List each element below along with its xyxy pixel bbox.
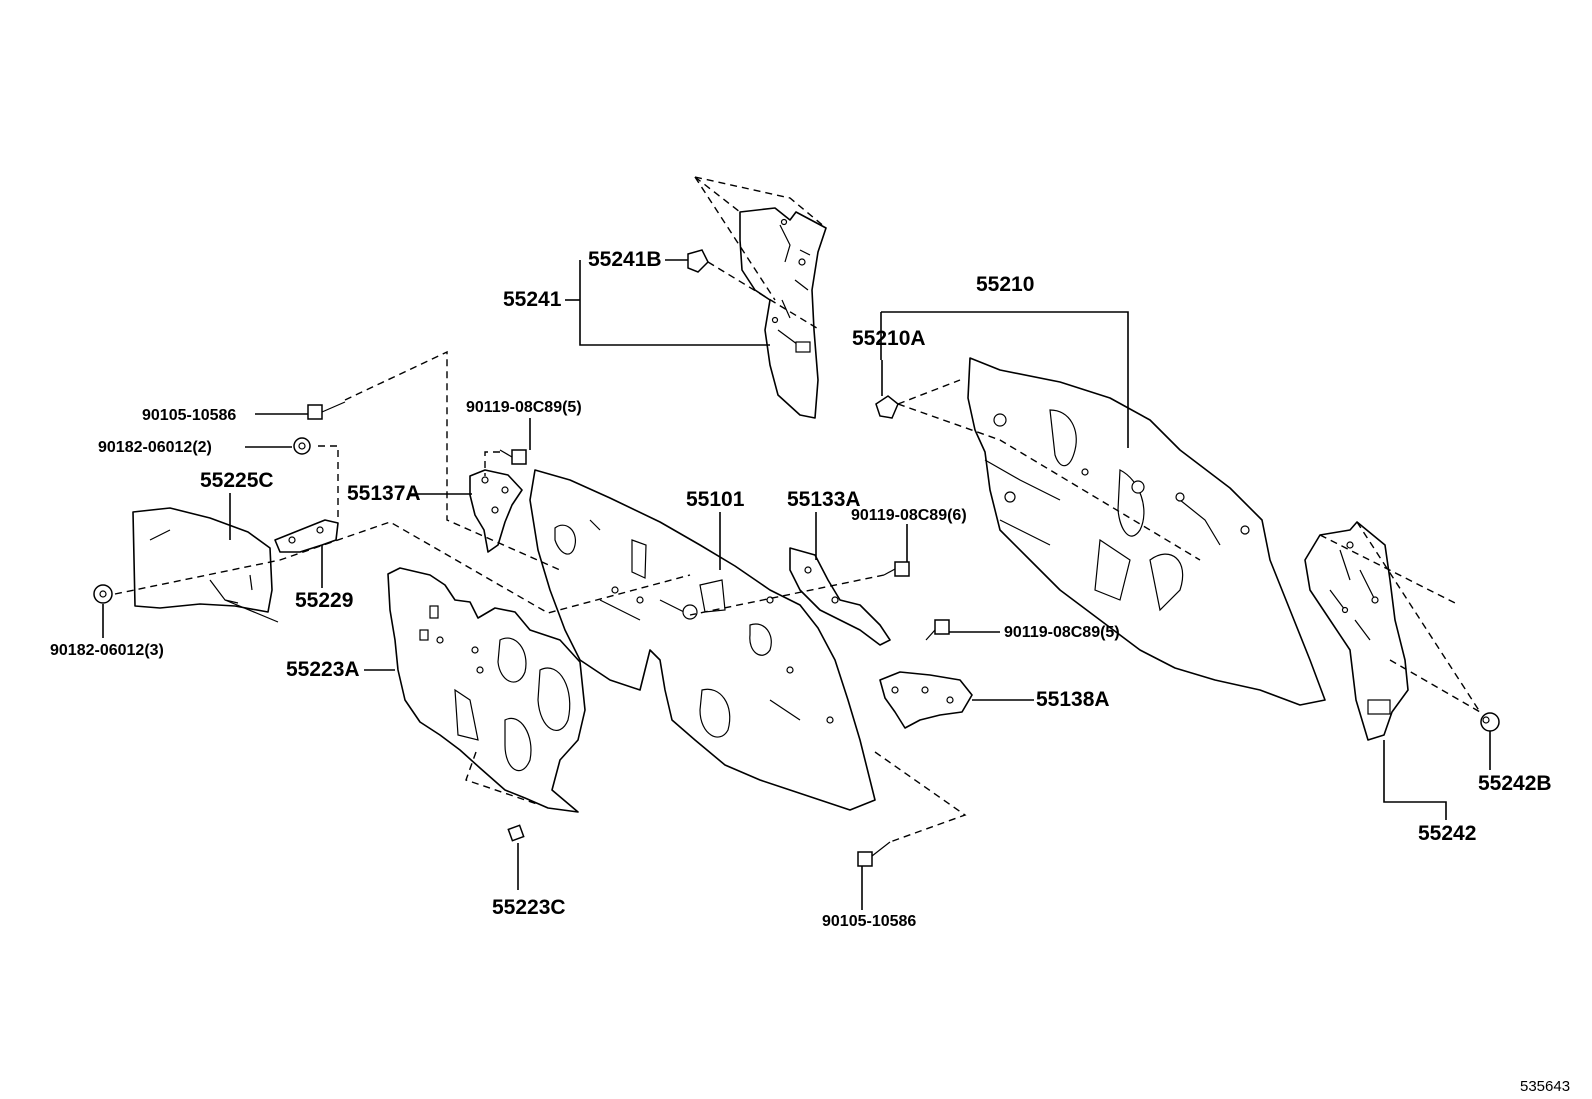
nut-icon-90182-2 — [293, 437, 311, 455]
label-55241B: 55241B — [588, 248, 662, 271]
bolt-icon-90105-bottom — [857, 841, 891, 867]
assembly-lines — [114, 176, 1481, 843]
clip-icon-55223C — [507, 824, 525, 842]
label-55229: 55229 — [295, 589, 353, 612]
part-55101-dash-panel — [529, 469, 876, 811]
bolt-icon-90105-top — [307, 401, 346, 420]
bolt-icon-90119-6 — [883, 561, 910, 577]
part-55210-dash-insulator — [967, 357, 1326, 706]
label-90119-08C89-5-left: 90119-08C89(5) — [466, 399, 582, 416]
part-55225C-panel — [132, 507, 279, 623]
part-55223A-insulator — [387, 567, 586, 813]
label-55242: 55242 — [1418, 822, 1476, 845]
clip-icon-55241B — [687, 249, 709, 273]
label-90105-10586-bottom: 90105-10586 — [822, 913, 916, 930]
label-55101: 55101 — [686, 488, 745, 511]
label-90119-08C89-6: 90119-08C89(6) — [851, 507, 967, 524]
label-90182-06012-2: 90182-06012(2) — [98, 439, 212, 456]
part-55138A-bracket — [879, 671, 973, 729]
label-55223A: 55223A — [286, 658, 360, 681]
bolt-icon-90119-right — [925, 619, 950, 641]
diagram-id: 535643 — [1520, 1078, 1570, 1095]
bolt-icon-90119-left — [499, 449, 527, 465]
label-55133A: 55133A — [787, 488, 861, 511]
part-55229-bracket — [274, 519, 339, 553]
label-55138A: 55138A — [1036, 688, 1110, 711]
nut-icon-90182-3 — [93, 584, 113, 604]
clip-icon-55242B — [1480, 712, 1500, 732]
part-55242-insulator — [1304, 521, 1409, 741]
label-90119-08C89-5-right: 90119-08C89(5) — [1004, 624, 1120, 641]
label-55210A: 55210A — [852, 327, 926, 350]
label-55223C: 55223C — [492, 896, 566, 919]
clip-icon-55210A — [875, 395, 899, 419]
label-55225C: 55225C — [200, 469, 274, 492]
label-55241: 55241 — [503, 288, 562, 311]
part-55137A-bracket — [469, 469, 523, 553]
label-90105-10586-top: 90105-10586 — [142, 407, 236, 424]
part-55133A-bracket — [789, 547, 891, 646]
label-55242B: 55242B — [1478, 772, 1552, 795]
label-55137A: 55137A — [347, 482, 421, 505]
part-labels: 55241B 55241 55210 55210A 90105-10586 90… — [50, 248, 1570, 1095]
leader-lines — [102, 259, 1491, 910]
part-55241-insulator — [739, 207, 827, 419]
label-90182-06012-3: 90182-06012(3) — [50, 642, 164, 659]
label-55210: 55210 — [976, 273, 1034, 296]
